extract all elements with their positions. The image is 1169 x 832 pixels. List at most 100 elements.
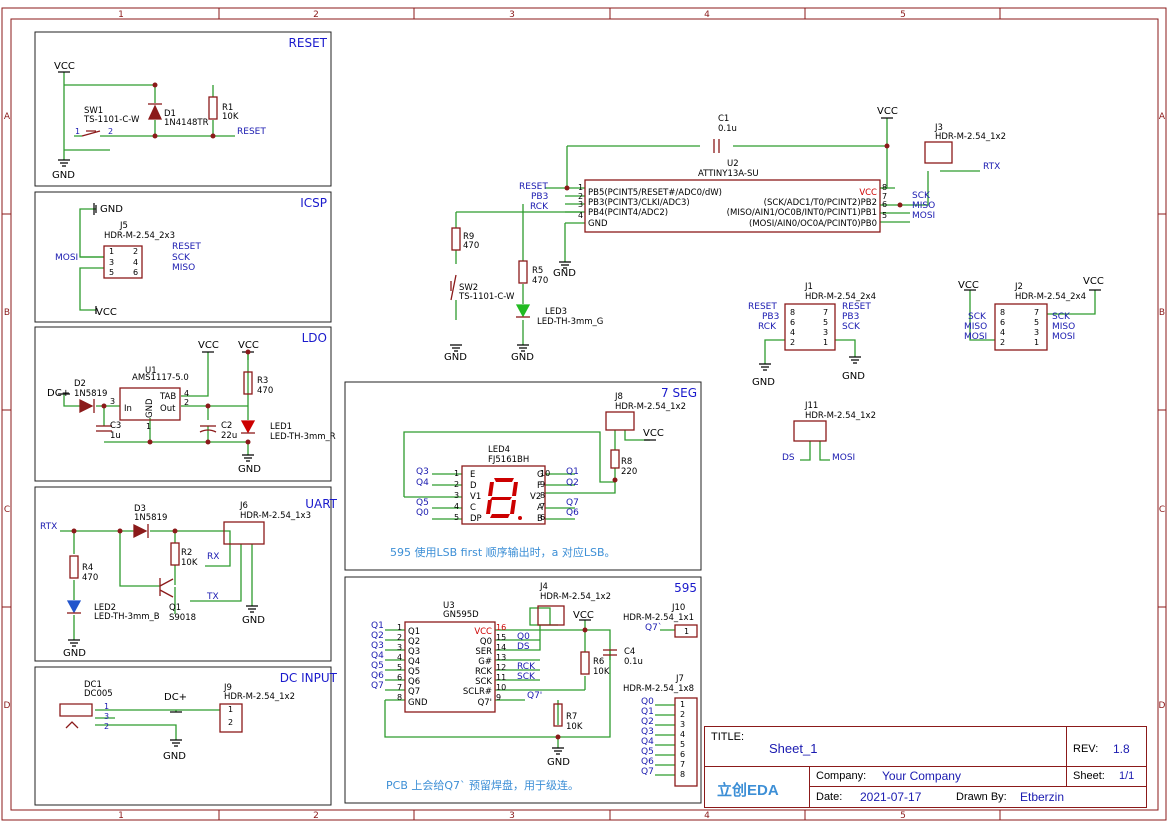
- power-label: GND: [163, 751, 186, 762]
- ground-symbol: [552, 747, 564, 755]
- part-value: 1N5819: [74, 389, 107, 399]
- row-label: A: [1159, 112, 1166, 122]
- svg-text:SCK: SCK: [475, 677, 492, 687]
- svg-text:PB5(PCINT5/RESET#/ADC0/dW): PB5(PCINT5/RESET#/ADC0/dW): [588, 188, 722, 198]
- svg-text:Q4: Q4: [408, 657, 420, 667]
- part-value: 470: [82, 573, 98, 583]
- part-value: HDR-M-2.54_1x2: [935, 132, 1006, 142]
- part-ref: J8: [614, 392, 623, 402]
- svg-text:8: 8: [790, 308, 795, 317]
- sheet-frame: [1, 7, 1167, 821]
- part-ref: Q1: [169, 603, 181, 613]
- net-label: SCK: [1052, 312, 1071, 322]
- diode-symbol: [133, 523, 148, 539]
- svg-text:D: D: [470, 481, 477, 491]
- header-symbol: [924, 141, 953, 164]
- svg-text:GND: GND: [408, 698, 428, 708]
- row-label: B: [4, 308, 10, 318]
- svg-text:B: B: [537, 514, 543, 524]
- part-ref: J7: [675, 674, 684, 684]
- power-label: GND: [100, 204, 123, 215]
- power-label: GND: [52, 170, 75, 181]
- power-label: VCC: [573, 610, 594, 621]
- net-label: RCK: [758, 322, 777, 332]
- net-label: MOSI: [912, 211, 935, 221]
- svg-text:Q6: Q6: [408, 677, 420, 687]
- svg-text:3: 3: [104, 712, 109, 721]
- svg-text:Q2: Q2: [408, 637, 420, 647]
- net-label: Q3: [416, 467, 429, 477]
- icsp-block: [34, 191, 332, 323]
- svg-text:10: 10: [540, 469, 550, 478]
- part-ref: J1: [804, 282, 813, 292]
- svg-text:2: 2: [1000, 338, 1005, 347]
- ground-symbol: [759, 363, 771, 371]
- svg-text:Q0: Q0: [480, 637, 492, 647]
- svg-text:2: 2: [578, 192, 583, 201]
- net-label: Q0: [416, 508, 429, 518]
- part-ref: R9: [463, 232, 474, 242]
- row-label: C: [4, 505, 10, 515]
- header-symbol: [674, 624, 698, 638]
- svg-text:2: 2: [454, 480, 459, 489]
- part-ref: DC1: [84, 680, 102, 690]
- part-value: 1N5819: [134, 513, 167, 523]
- resistor-symbol: [610, 449, 620, 469]
- svg-text:PB4(PCINT4/ADC2): PB4(PCINT4/ADC2): [588, 208, 668, 218]
- svg-text:1: 1: [228, 705, 233, 714]
- part-ref: U2: [727, 159, 739, 169]
- col-label: 3: [509, 10, 515, 20]
- net-label: Q7': [527, 691, 542, 701]
- power-label: VCC: [877, 106, 898, 117]
- net-label: Q6: [371, 671, 384, 681]
- col-label: 3: [509, 811, 515, 821]
- svg-text:6: 6: [680, 750, 685, 759]
- part-ref: R3: [257, 376, 268, 386]
- block-title: UART: [305, 497, 337, 511]
- part-ref: R5: [532, 266, 543, 276]
- part-value: GN595D: [443, 610, 479, 620]
- row-label: D: [1159, 701, 1166, 711]
- seven-seg-glyph: [486, 478, 522, 520]
- svg-text:8: 8: [540, 491, 545, 500]
- part-value: 0.1u: [718, 124, 737, 134]
- col-label: 1: [118, 10, 124, 20]
- svg-text:5: 5: [109, 268, 114, 277]
- svg-text:8: 8: [397, 693, 402, 702]
- svg-text:2: 2: [104, 722, 109, 731]
- seven-seg-symbol: [461, 465, 546, 525]
- svg-text:1: 1: [454, 469, 459, 478]
- part-ref: U1: [145, 366, 157, 376]
- part-value: 10K: [566, 722, 583, 732]
- net-label: Q4: [416, 478, 429, 488]
- part-value: ATTINY13A-SU: [698, 169, 759, 179]
- net-label: Q5: [371, 661, 384, 671]
- svg-text:Q7': Q7': [478, 698, 492, 708]
- ground-symbol: [559, 261, 571, 269]
- part-ref: R1: [222, 103, 233, 113]
- transistor-symbol: [159, 578, 174, 598]
- part-ref: C2: [221, 421, 232, 431]
- net-label: TX: [206, 592, 219, 602]
- ground-symbol: [849, 356, 861, 364]
- svg-text:F: F: [537, 481, 542, 491]
- net-label: PB3: [842, 312, 859, 322]
- title-block: TITLE: Sheet_1 REV: 1.8 立创EDA Company: Y…: [704, 726, 1147, 808]
- ground-symbol: [517, 344, 529, 352]
- header-symbol: [605, 411, 635, 431]
- resistor-symbol: [553, 703, 563, 727]
- resistor-symbol: [451, 227, 461, 251]
- resistor-symbol: [69, 555, 79, 579]
- logo: 立创EDA: [717, 782, 779, 799]
- svg-text:4: 4: [1000, 328, 1005, 337]
- drawn-label: Drawn By:: [956, 791, 1007, 803]
- svg-text:11: 11: [496, 673, 506, 682]
- header-symbol: [793, 420, 827, 442]
- ground-symbol: [58, 159, 70, 167]
- svg-text:4: 4: [397, 653, 402, 662]
- net-label: Q7: [371, 681, 384, 691]
- ground-symbol: [242, 454, 254, 462]
- svg-text:4: 4: [578, 211, 583, 220]
- net-label: RX: [207, 552, 219, 562]
